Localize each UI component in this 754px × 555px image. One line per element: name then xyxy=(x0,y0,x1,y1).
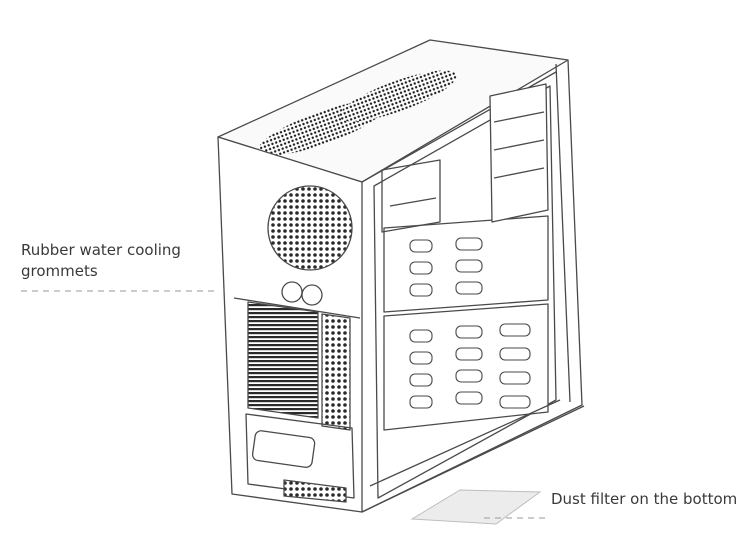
expansion-slots xyxy=(247,301,319,419)
rear-vent xyxy=(321,313,351,431)
grommet-right-icon xyxy=(301,284,323,306)
callout-grommets-line1: Rubber water cooling xyxy=(21,241,181,259)
drive-cage-lower xyxy=(383,303,549,431)
drive-cage-upper xyxy=(383,215,549,313)
callout-dust-filter: Dust filter on the bottom xyxy=(551,490,738,508)
callout-grommets: Rubber water cooling grommets xyxy=(21,240,181,282)
top-fan-rear xyxy=(339,70,457,122)
rear-exhaust-fan-icon xyxy=(267,185,353,271)
grommet-left-icon xyxy=(281,281,303,303)
dust-filter-panel xyxy=(410,489,542,525)
bottom-vent xyxy=(283,479,347,503)
callout-grommets-line2: grommets xyxy=(21,262,98,280)
optical-bays xyxy=(489,83,549,223)
